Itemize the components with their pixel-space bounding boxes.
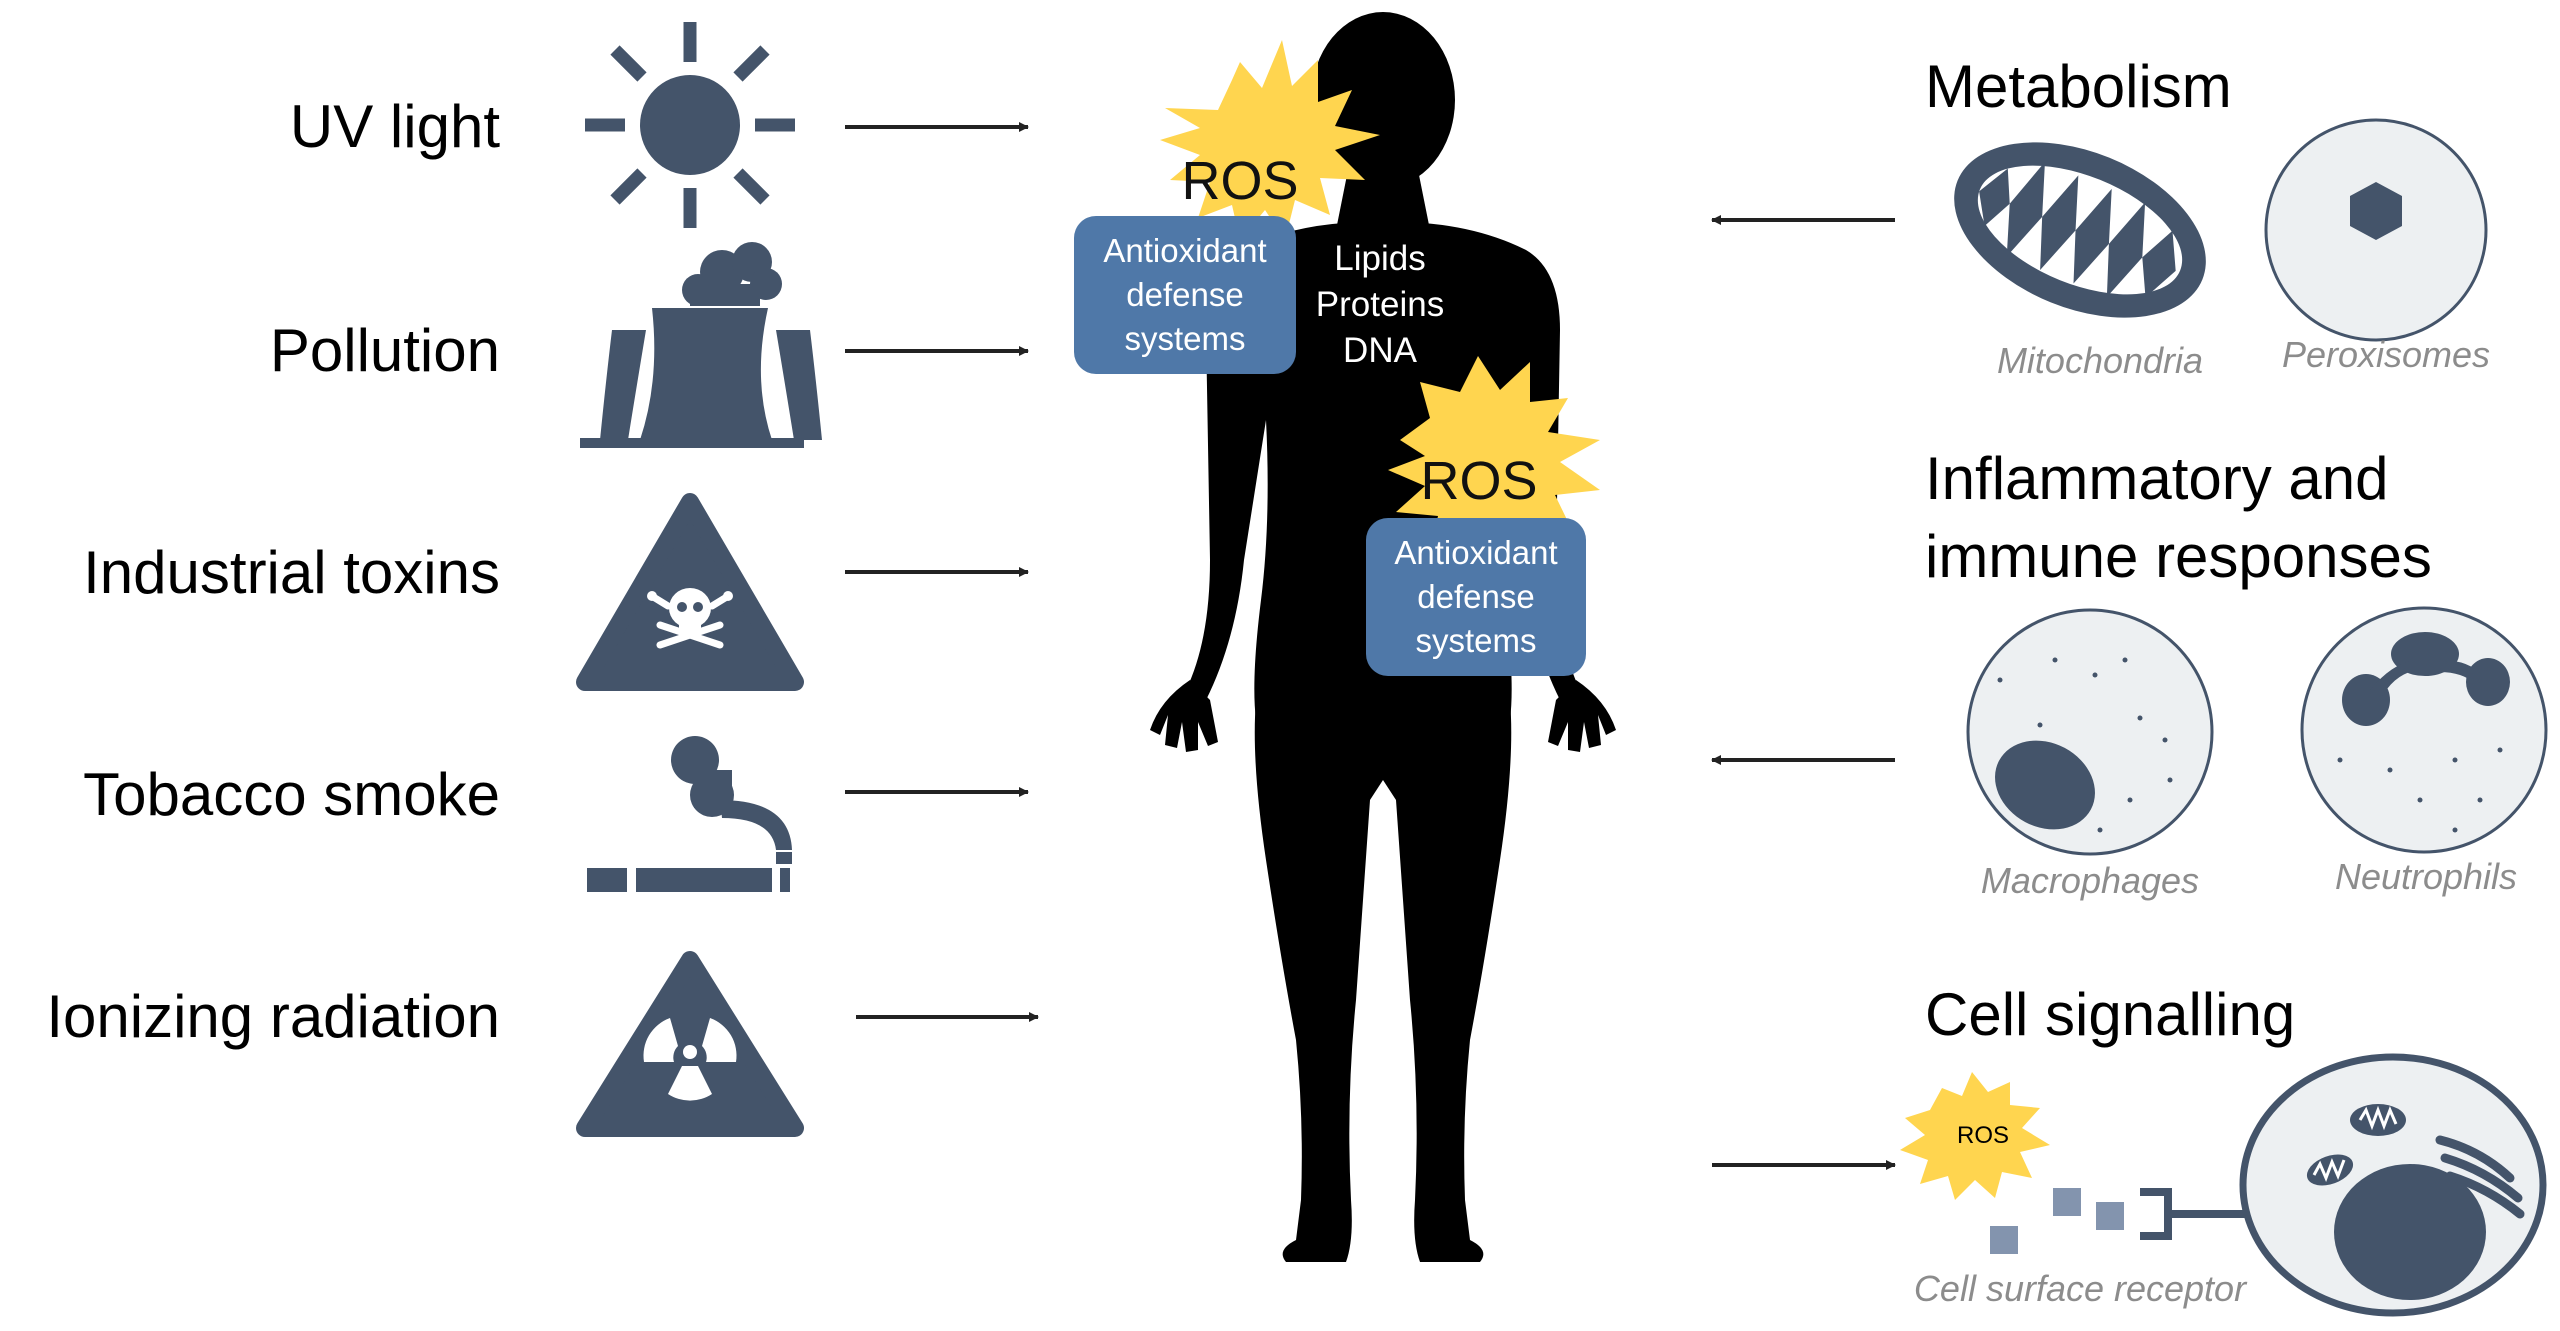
ros-burst-small bbox=[1900, 1072, 2050, 1200]
endogenous-arrows bbox=[1711, 215, 1896, 1170]
heading-metabolism: Metabolism bbox=[1925, 53, 2232, 120]
label-pollution: Pollution bbox=[269, 317, 500, 384]
neutrophil-icon bbox=[2300, 606, 2548, 854]
target-lipids: Lipids bbox=[1334, 239, 1426, 278]
ros-label-lower: ROS bbox=[1420, 451, 1538, 511]
caption-peroxisomes: Peroxisomes bbox=[2281, 334, 2491, 375]
factory-icon bbox=[580, 242, 822, 448]
source-arrows bbox=[845, 122, 1039, 1022]
ros-label-upper: ROS bbox=[1181, 151, 1299, 211]
sun-icon bbox=[585, 22, 795, 228]
antioxidant-line-1: Antioxidant bbox=[1103, 232, 1267, 269]
heading-inflammatory-line-1: Inflammatory and bbox=[1925, 445, 2389, 512]
antioxidant-line-1: Antioxidant bbox=[1394, 534, 1558, 571]
heading-cell-signalling: Cell signalling bbox=[1925, 981, 2296, 1048]
target-dna: DNA bbox=[1343, 331, 1417, 370]
caption-neutrophils: Neutrophils bbox=[2334, 856, 2518, 897]
label-industrial-toxins: Industrial toxins bbox=[83, 539, 500, 606]
radiation-hazard-icon bbox=[576, 951, 804, 1137]
cell-signalling-icon bbox=[1900, 1053, 2547, 1317]
label-ionizing-radiation: Ionizing radiation bbox=[46, 983, 500, 1050]
label-uv-light: UV light bbox=[289, 93, 500, 160]
antioxidant-line-3: systems bbox=[1415, 622, 1537, 659]
antioxidant-line-2: defense bbox=[1126, 276, 1244, 313]
antioxidant-line-2: defense bbox=[1417, 578, 1535, 615]
label-tobacco-smoke: Tobacco smoke bbox=[83, 761, 500, 828]
target-molecules: Lipids Proteins DNA bbox=[1310, 236, 1450, 374]
antioxidant-box-upper: Antioxidant defense systems bbox=[1074, 216, 1296, 374]
heading-inflammatory-line-2: immune responses bbox=[1925, 523, 2432, 590]
caption-cell-surface-receptor: Cell surface receptor bbox=[1913, 1268, 2247, 1309]
toxic-hazard-icon bbox=[576, 493, 804, 691]
antioxidant-box-lower: Antioxidant defense systems bbox=[1366, 518, 1586, 676]
target-proteins: Proteins bbox=[1315, 285, 1445, 324]
peroxisome-icon bbox=[2264, 118, 2488, 342]
cigarette-icon bbox=[587, 736, 792, 892]
ros-burst-upper bbox=[1160, 40, 1380, 240]
caption-mitochondria: Mitochondria bbox=[1996, 340, 2204, 381]
mitochondrion-icon bbox=[1954, 142, 2206, 318]
ros-label-small: ROS bbox=[1956, 1122, 2009, 1149]
heading-inflammatory: Inflammatory and immune responses bbox=[1925, 440, 2432, 596]
antioxidant-line-3: systems bbox=[1124, 320, 1246, 357]
caption-macrophages: Macrophages bbox=[1980, 860, 2200, 901]
macrophage-icon bbox=[1966, 608, 2214, 856]
